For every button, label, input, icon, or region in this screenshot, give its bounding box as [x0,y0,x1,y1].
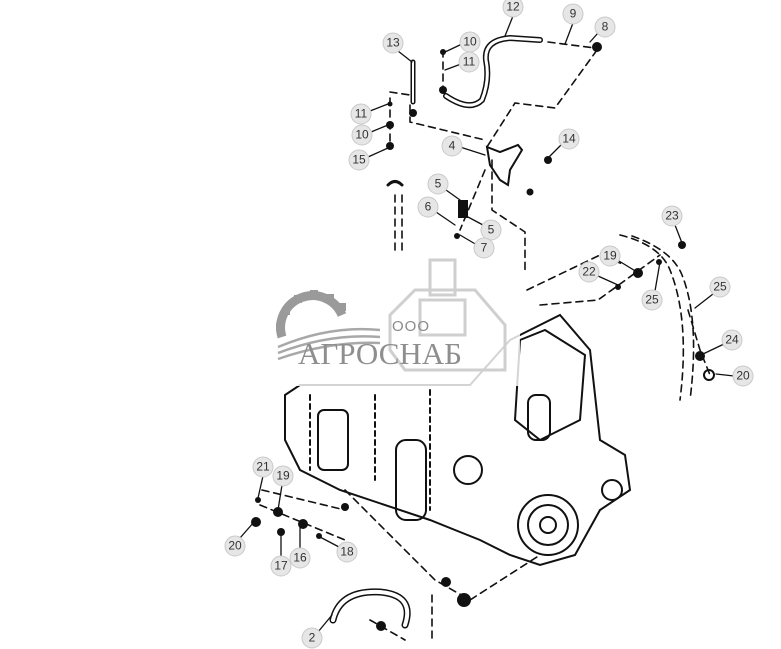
hose-12 [443,34,543,109]
callout-18: 18 [336,541,358,563]
combine-harvester-icon [388,258,507,372]
callout-19: 19 [272,465,294,487]
callout-17: 17 [270,555,292,577]
callout-12: 12 [502,0,524,18]
callout-4: 4 [441,135,463,157]
callout-8: 8 [594,16,616,38]
callout-6: 6 [417,196,439,218]
callout-21: 21 [252,456,274,478]
callout-2: 2 [301,627,323,649]
callout-11: 11 [350,103,372,125]
callout-7: 7 [473,237,495,259]
callout-20: 20 [224,535,246,557]
callout-5: 5 [427,173,449,195]
gear-logo-icon [276,290,380,361]
callout-10: 10 [351,124,373,146]
callout-16: 16 [289,547,311,569]
callout-25: 25 [641,289,663,311]
callout-23: 23 [661,205,683,227]
callout-9: 9 [562,3,584,25]
callout-25: 25 [709,276,731,298]
callout-11: 11 [458,51,480,73]
callout-22: 22 [578,261,600,283]
watermark-backdrop [248,256,520,386]
watermark-prefix: ООО [392,318,431,335]
bracket-4 [485,143,524,187]
callout-24: 24 [721,329,743,351]
callout-13: 13 [382,32,404,54]
callout-20: 20 [732,365,754,387]
watermark-company-name: АГРОСНАБ [298,336,462,371]
callout-10: 10 [459,31,481,53]
callout-19: 19 [599,245,621,267]
callout-14: 14 [558,128,580,150]
callout-15: 15 [348,149,370,171]
